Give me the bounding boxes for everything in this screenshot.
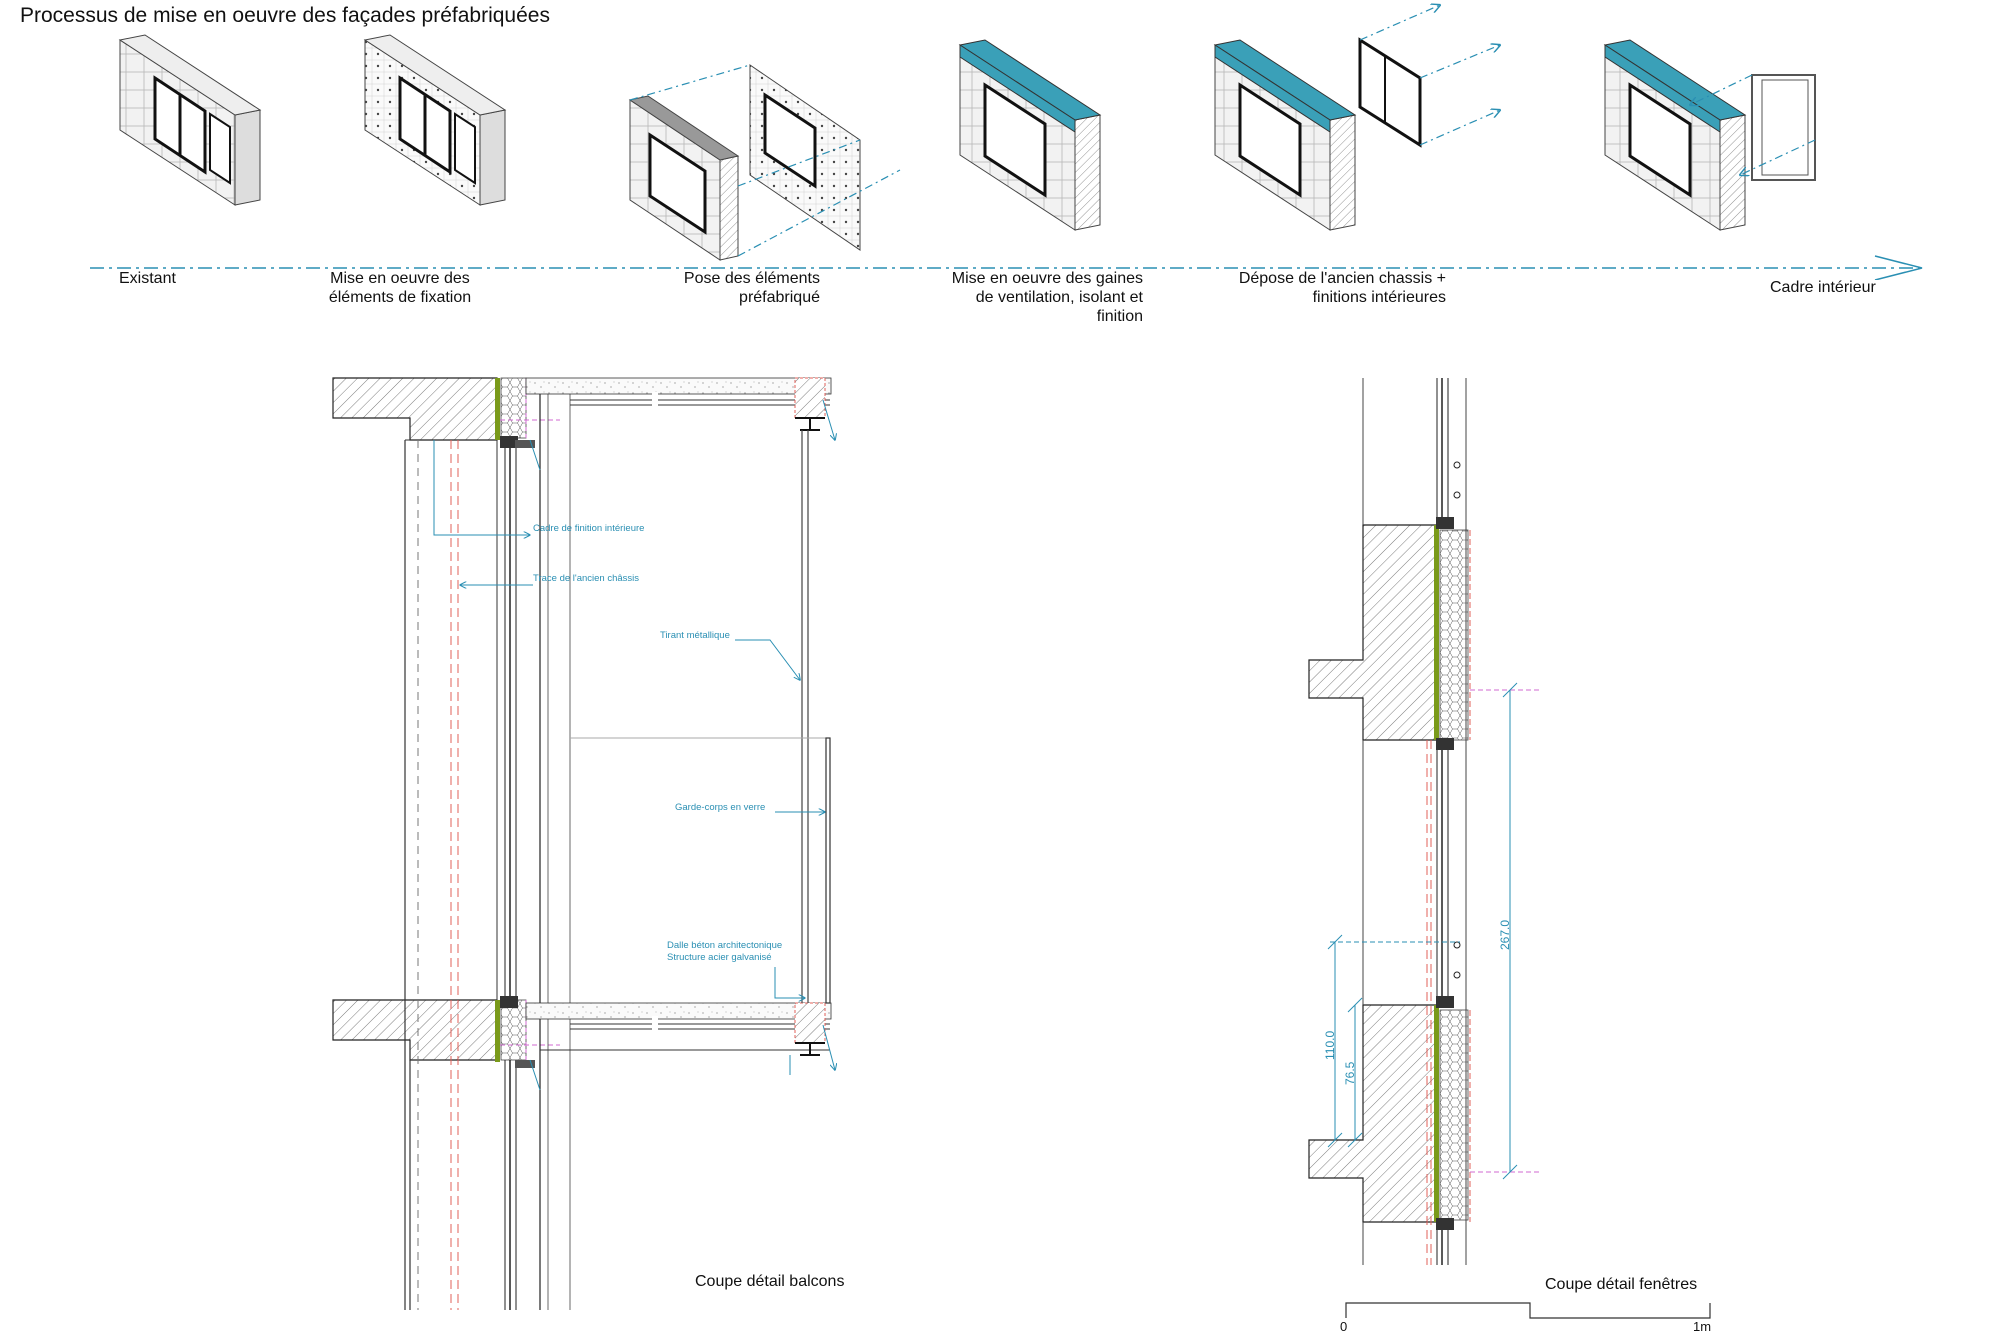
scale-bar-start: 0	[1340, 1319, 1348, 1334]
dimension-allege: 110.0	[1323, 1030, 1337, 1060]
annotation-tirant: Tirant métallique	[660, 630, 730, 641]
scale-bar	[1345, 1302, 1711, 1319]
window-section-caption: Coupe détail fenêtres	[1545, 1276, 1698, 1293]
step-label-gaines: Mise en oeuvre des gaines de ventilation…	[951, 270, 1143, 325]
step-label-fixation: Mise en oeuvre des éléments de fixation	[328, 270, 472, 306]
dimension-total: 267.0	[1498, 919, 1512, 950]
timeline-arrowhead	[1874, 255, 1923, 280]
annotation-trace-chassis: Trace de l'ancien châssis	[533, 573, 640, 584]
step-existant-illustration	[118, 34, 262, 206]
step-label-pose: Pose des éléments préfabriqué	[683, 270, 820, 306]
step-gaines-illustration	[958, 39, 1102, 231]
annotation-garde-corps: Garde-corps en verre	[675, 802, 766, 813]
annotation-dalle: Dalle béton architectonique Structure ac…	[667, 940, 783, 963]
step-cadre-illustration	[1603, 39, 1816, 231]
step-fixation-illustration	[363, 34, 507, 206]
step-label-existant: Existant	[119, 270, 176, 287]
step-depose-illustration	[1213, 5, 1500, 231]
step-pose-illustration	[628, 64, 901, 261]
balcony-section-caption: Coupe détail balcons	[695, 1273, 845, 1290]
annotation-cadre-finition: Cadre de finition intérieure	[533, 523, 645, 534]
step-label-depose: Dépose de l'ancien chassis + finitions i…	[1238, 270, 1446, 306]
process-strip	[90, 0, 1923, 280]
dimension-sill: 76.5	[1343, 1061, 1357, 1085]
step-label-cadre: Cadre intérieur	[1770, 279, 1876, 296]
page-title: Processus de mise en oeuvre des façades …	[20, 4, 550, 27]
scale-bar-end: 1m	[1693, 1319, 1712, 1334]
